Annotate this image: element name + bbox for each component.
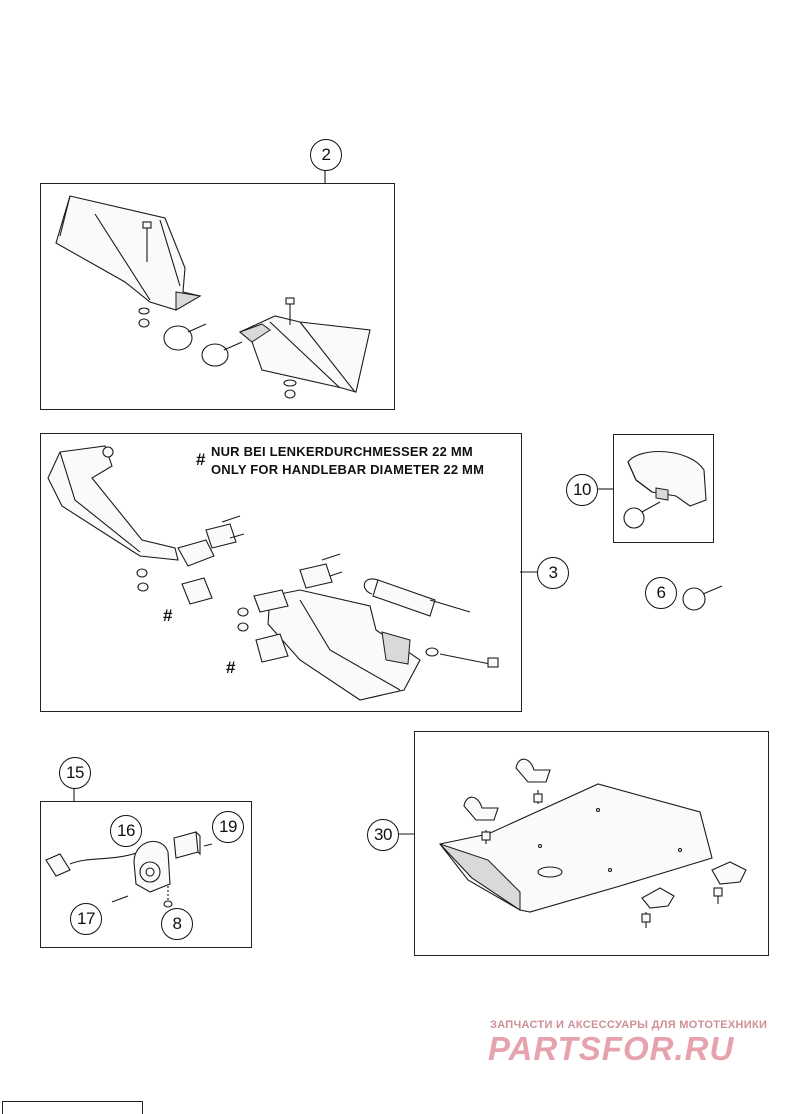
hash-marker-left-clamp: # <box>163 606 173 625</box>
callout-30: 30 <box>367 819 399 851</box>
callout-6: 6 <box>645 577 677 609</box>
hash-marker-right-clamp: # <box>226 658 236 677</box>
callout-3: 3 <box>537 557 569 589</box>
callout-17: 17 <box>70 903 102 935</box>
watermark-brand: PARTSFOR.RU <box>488 1030 735 1067</box>
callout-19: 19 <box>212 811 244 843</box>
watermark-tagline: ЗАПЧАСТИ И АКСЕССУАРЫ ДЛЯ МОТОТЕХНИКИ <box>490 1019 768 1031</box>
drawing-code-box <box>2 1101 143 1114</box>
callout-16: 16 <box>110 815 142 847</box>
callout-2: 2 <box>310 139 342 171</box>
group-3-frame <box>40 433 522 712</box>
callout-8: 8 <box>161 908 193 940</box>
note-hash-marker: # <box>196 450 206 469</box>
note-line-de: NUR BEI LENKERDURCHMESSER 22 MM <box>211 444 473 459</box>
diameter-note: NUR BEI LENKERDURCHMESSER 22 MM ONLY FOR… <box>211 443 484 479</box>
callout-10: 10 <box>566 474 598 506</box>
callout-15: 15 <box>59 757 91 789</box>
note-line-en: ONLY FOR HANDLEBAR DIAMETER 22 MM <box>211 462 485 477</box>
